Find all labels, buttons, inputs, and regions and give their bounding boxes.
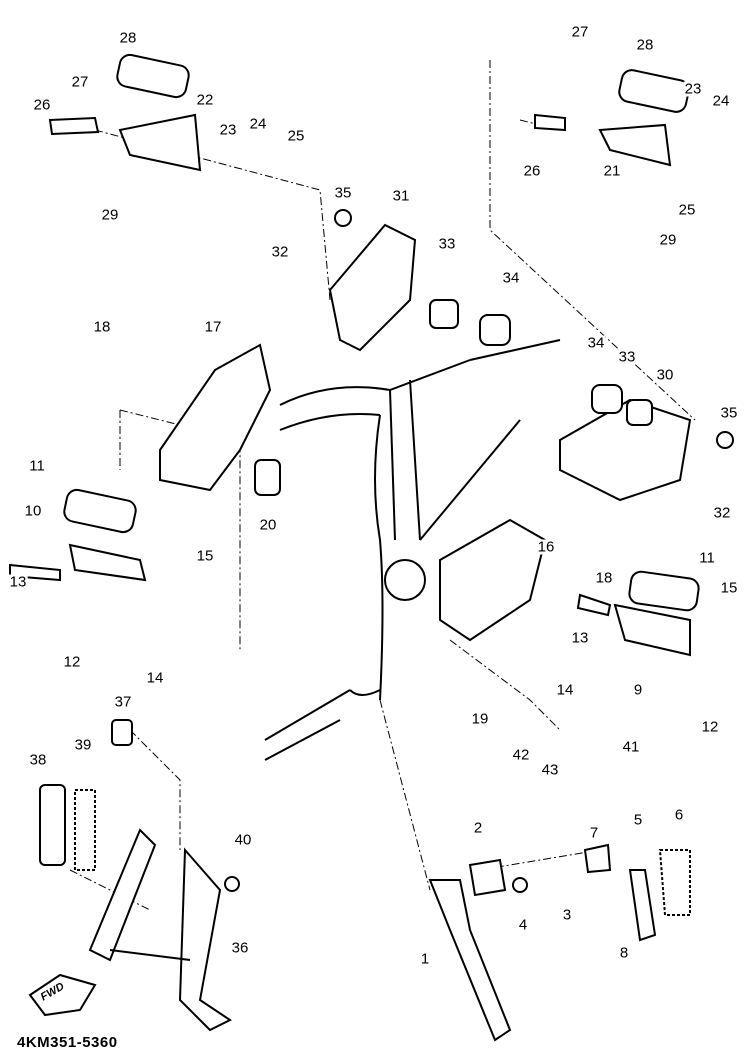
callout: 32 <box>270 243 290 261</box>
callout: 34 <box>501 269 521 287</box>
callout: 27 <box>570 23 590 41</box>
callout: 12 <box>62 653 82 671</box>
callout: 14 <box>555 681 575 699</box>
callout: 33 <box>617 348 637 366</box>
footpeg-body <box>68 113 691 657</box>
callout: 23 <box>218 121 238 139</box>
callout: 5 <box>632 811 644 829</box>
fwd-arrow-icon <box>28 973 97 1017</box>
callout: 4 <box>517 916 529 934</box>
callout: 38 <box>28 751 48 769</box>
callout: 2 <box>472 819 484 837</box>
callout: 12 <box>700 718 720 736</box>
callout: 33 <box>437 235 457 253</box>
callout: 7 <box>588 824 600 842</box>
callout: 40 <box>233 831 253 849</box>
callout: 19 <box>470 710 490 728</box>
callout: 10 <box>23 502 43 520</box>
callout: 29 <box>100 206 120 224</box>
callout: 35 <box>333 184 353 202</box>
callout: 23 <box>683 80 703 98</box>
callout: 28 <box>118 29 138 47</box>
callout: 22 <box>195 91 215 109</box>
callout: 43 <box>540 761 560 779</box>
callout: 11 <box>28 457 46 475</box>
callout: 25 <box>286 127 306 145</box>
frame-outline <box>264 339 561 761</box>
callout: 39 <box>73 736 93 754</box>
callout: 28 <box>635 36 655 54</box>
callout: 27 <box>70 73 90 91</box>
callout: 11 <box>698 549 716 567</box>
callout: 17 <box>203 318 223 336</box>
footpeg-rubber <box>63 53 700 612</box>
callout: 13 <box>8 573 28 591</box>
callout: 42 <box>511 746 531 764</box>
callout: 13 <box>570 629 590 647</box>
callout: 35 <box>719 404 739 422</box>
callout: 41 <box>621 738 641 756</box>
collars <box>254 209 734 496</box>
center-stand <box>39 719 240 1032</box>
callout: 6 <box>673 806 685 824</box>
callout: 32 <box>712 504 732 522</box>
diagram-code: 4KM351-5360 <box>17 1034 118 1051</box>
callout: 37 <box>113 693 133 711</box>
callout: 15 <box>719 579 739 597</box>
callout: 29 <box>658 231 678 249</box>
callout: 9 <box>632 681 644 699</box>
callout: 14 <box>145 669 165 687</box>
callout: 24 <box>711 92 731 110</box>
callout: 16 <box>536 538 556 556</box>
callout: 20 <box>258 516 278 534</box>
callout: 1 <box>419 950 431 968</box>
callout: 24 <box>248 115 268 133</box>
callout: 8 <box>618 944 630 962</box>
callout: 34 <box>586 334 606 352</box>
callout: 31 <box>391 187 411 205</box>
callout: 18 <box>594 569 614 587</box>
callout: 21 <box>602 162 622 180</box>
callout: 30 <box>655 366 675 384</box>
callout: 26 <box>32 96 52 114</box>
footrest-brackets <box>159 223 692 642</box>
callout: 36 <box>230 939 250 957</box>
callout: 26 <box>522 162 542 180</box>
callout: 15 <box>195 547 215 565</box>
callout: 3 <box>561 906 573 924</box>
callout: 25 <box>677 201 697 219</box>
callout: 18 <box>92 318 112 336</box>
side-stand <box>428 843 691 1042</box>
